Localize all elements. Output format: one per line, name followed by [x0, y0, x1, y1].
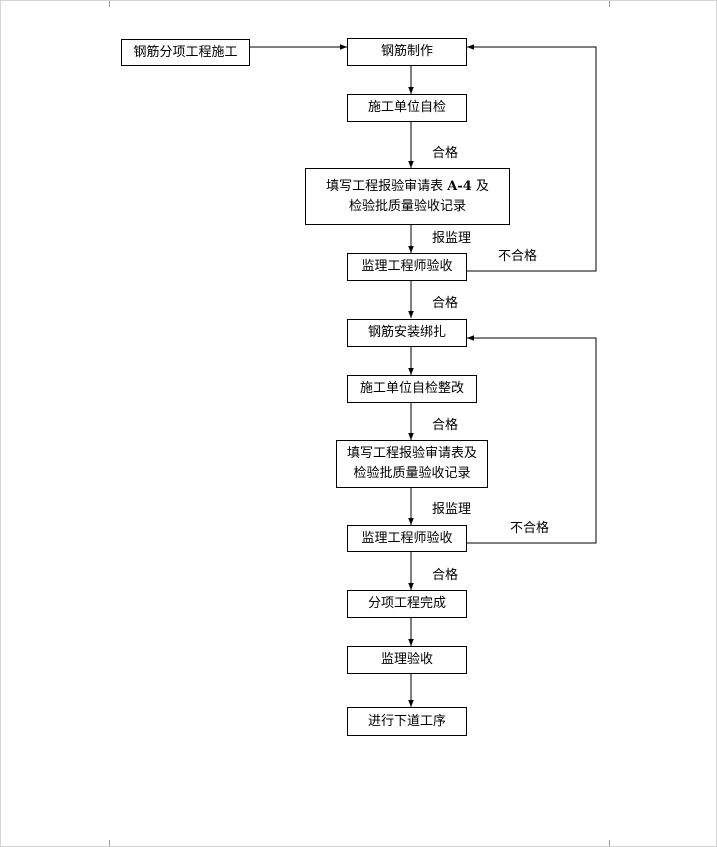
node-fill-forms-2: 填写工程报验审请表及 检验批质量验收记录	[336, 440, 488, 488]
form-text: 填写工程报验审请表	[326, 178, 448, 194]
label-report-supervisor-1: 报监理	[432, 231, 472, 246]
node-next-process: 进行下道工序	[347, 707, 467, 736]
page-corner-mark	[89, 840, 110, 846]
page-corner-mark	[609, 1, 630, 7]
node-self-inspection-rectify: 施工单位自检整改	[347, 375, 477, 403]
label-pass-4: 合格	[432, 568, 459, 583]
node-supervisor-acceptance-2: 监理工程师验收	[347, 525, 467, 552]
node-supervisor-acceptance-2-label: 监理工程师验收	[361, 530, 453, 546]
label-pass-1: 合格	[432, 146, 459, 161]
loop-fail2-to-n5	[466, 335, 597, 544]
node-subproject-complete: 分项工程完成	[347, 590, 467, 618]
node-subproject-complete-label: 分项工程完成	[367, 596, 446, 611]
node-supervisor-acceptance-1-label: 监理工程师验收	[361, 259, 453, 274]
label-fail-2: 不合格	[510, 521, 550, 536]
node-self-inspection-rectify-label: 施工单位自检整改	[359, 381, 464, 396]
node-steel-installation: 钢筋安装绑扎	[347, 319, 467, 347]
node-fill-forms-2-line1: 填写工程报验审请表及	[346, 446, 477, 461]
form-code: A-4	[447, 178, 472, 194]
node-start-label: 钢筋分项工程施工	[133, 44, 238, 60]
node-fill-forms-1: 填写工程报验审请表 A-4 及 检验批质量验收记录	[305, 168, 510, 225]
node-next-process-label: 进行下道工序	[367, 713, 446, 729]
node-fill-forms-1-line1: 填写工程报验审请表 A-4 及	[326, 177, 489, 197]
node-self-inspection-label: 施工单位自检	[367, 100, 446, 115]
label-pass-2: 合格	[432, 296, 459, 311]
node-supervisor-acceptance-1: 监理工程师验收	[347, 253, 467, 281]
label-pass-3: 合格	[432, 418, 459, 433]
loop-fail1-to-n1	[466, 44, 597, 272]
node-steel-installation-label: 钢筋安装绑扎	[367, 325, 446, 340]
page-corner-mark	[89, 1, 110, 7]
node-steel-fabrication: 钢筋制作	[347, 38, 467, 66]
node-fill-forms-2-line2: 检验批质量验收记录	[353, 466, 471, 481]
label-report-supervisor-2: 报监理	[432, 502, 472, 517]
node-supervision-acceptance-label: 监理验收	[380, 652, 433, 667]
label-fail-1: 不合格	[498, 249, 538, 264]
node-self-inspection: 施工单位自检	[347, 94, 467, 122]
page-corner-mark	[609, 840, 630, 846]
node-fill-forms-1-line2: 检验批质量验收记录	[348, 198, 466, 214]
node-start: 钢筋分项工程施工	[121, 39, 250, 66]
node-steel-fabrication-label: 钢筋制作	[380, 44, 433, 59]
form-text-suffix: 及	[471, 178, 489, 194]
node-supervision-acceptance: 监理验收	[347, 646, 467, 674]
